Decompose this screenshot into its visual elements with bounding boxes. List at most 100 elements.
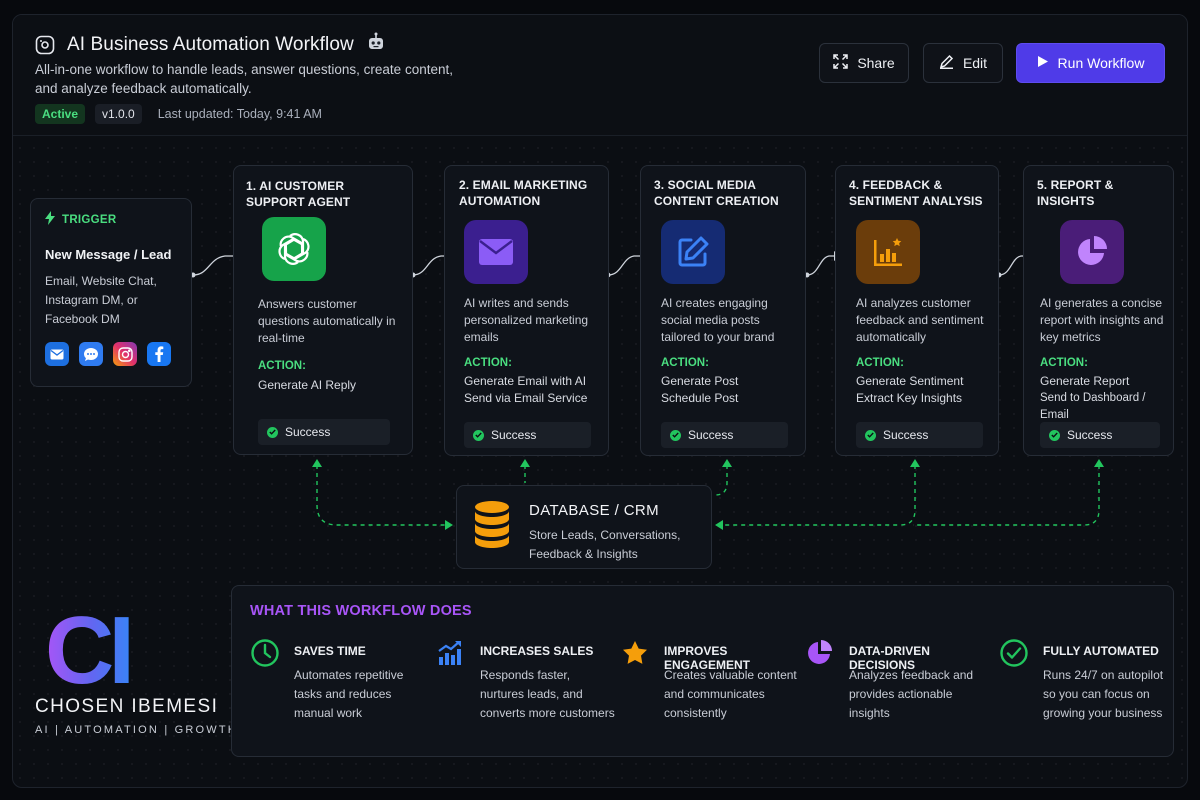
status-success: Success xyxy=(258,419,390,445)
status-label: Success xyxy=(491,428,537,442)
pie-icon xyxy=(805,638,835,668)
pencil-icon xyxy=(939,54,954,72)
status-label: Success xyxy=(883,428,929,442)
run-workflow-button[interactable]: Run Workflow xyxy=(1016,43,1165,83)
status-success: Success xyxy=(661,422,788,448)
step-card-report-insights[interactable]: 5. REPORT & INSIGHTS AI generates a conc… xyxy=(1023,165,1174,456)
trigger-description: Email, Website Chat, Instagram DM, or Fa… xyxy=(45,274,157,326)
step-title: 3. SOCIAL MEDIA CONTENT CREATION xyxy=(654,178,779,208)
feature-item: DATA-DRIVEN DECISIONS Analyzes feedback … xyxy=(805,638,985,738)
meta-row: Active v1.0.0 Last updated: Today, 9:41 … xyxy=(35,104,322,124)
check-icon xyxy=(267,426,278,438)
status-success: Success xyxy=(464,422,591,448)
step-action: Generate AI Reply xyxy=(258,378,357,392)
step-action: Generate Email with AI xyxy=(464,374,587,388)
step-action: Generate Sentiment xyxy=(856,374,964,388)
status-success: Success xyxy=(856,422,983,448)
step-action-label: ACTION: xyxy=(1040,357,1088,369)
check-icon xyxy=(670,429,681,441)
status-label: Success xyxy=(285,425,331,439)
step-action: Send via Email Service xyxy=(464,391,588,405)
step-action: Extract Key Insights xyxy=(856,391,963,405)
robot-icon xyxy=(366,32,386,57)
version-badge: v1.0.0 xyxy=(95,104,142,124)
lightning-icon xyxy=(45,211,55,228)
workflow-canvas: AI Business Automation Workflow All-in-o… xyxy=(12,14,1188,788)
step-action-label: ACTION: xyxy=(856,357,904,369)
step-action-label: ACTION: xyxy=(464,357,512,369)
share-button[interactable]: Share xyxy=(819,43,909,83)
facebook-icon xyxy=(147,342,171,366)
pie-icon xyxy=(1060,220,1124,284)
feature-item: SAVES TIME Automates repetitive tasks an… xyxy=(250,638,430,738)
features-title: WHAT THIS WORKFLOW DOES xyxy=(250,603,472,619)
check-icon xyxy=(473,429,484,441)
feature-item: FULLY AUTOMATED Runs 24/7 on autopilot s… xyxy=(999,638,1179,738)
status-badge: Active xyxy=(35,104,86,124)
features-panel: WHAT THIS WORKFLOW DOES SAVES TIME Autom… xyxy=(231,585,1174,757)
expand-icon xyxy=(833,54,849,72)
star-icon xyxy=(620,638,650,668)
feature-title: INCREASES SALES xyxy=(480,644,594,658)
feature-title: IMPROVES ENGAGEMENT xyxy=(664,644,751,672)
trigger-label: TRIGGER xyxy=(62,213,117,226)
database-card[interactable]: DATABASE / CRM Store Leads, Conversation… xyxy=(456,485,712,569)
step-card-email-marketing[interactable]: 2. EMAIL MARKETING AUTOMATION AI writes … xyxy=(444,165,609,456)
channel-list xyxy=(45,342,171,366)
step-description: Answers customer questions automatically… xyxy=(258,297,396,345)
title-row: AI Business Automation Workflow xyxy=(35,32,386,57)
header: AI Business Automation Workflow All-in-o… xyxy=(13,15,1187,136)
chart-icon xyxy=(856,220,920,284)
feature-description: Creates valuable content and communicate… xyxy=(664,668,797,720)
clock-icon xyxy=(250,638,280,668)
step-description: AI analyzes customer feedback and sentim… xyxy=(856,296,984,344)
mail-icon xyxy=(45,342,69,366)
step-title: 4. FEEDBACK & SENTIMENT ANALYSIS xyxy=(849,178,983,208)
share-label: Share xyxy=(857,55,895,71)
edit-icon xyxy=(661,220,725,284)
growth-icon xyxy=(436,638,466,668)
feature-description: Responds faster, nurtures leads, and con… xyxy=(480,668,615,720)
status-success: Success xyxy=(1040,422,1160,448)
trigger-title: New Message / Lead xyxy=(45,247,172,262)
database-title: DATABASE / CRM xyxy=(529,502,660,519)
check-icon xyxy=(1049,429,1060,441)
feature-description: Automates repetitive tasks and reduces m… xyxy=(294,668,404,720)
step-action: Send to Dashboard / Email xyxy=(1040,392,1146,421)
step-description: AI generates a concise report with insig… xyxy=(1040,296,1164,344)
workflow-icon xyxy=(35,35,55,55)
step-card-sentiment-analysis[interactable]: 4. FEEDBACK & SENTIMENT ANALYSIS AI anal… xyxy=(835,165,999,456)
step-card-social-media[interactable]: 3. SOCIAL MEDIA CONTENT CREATION AI crea… xyxy=(640,165,806,456)
play-icon xyxy=(1037,55,1049,71)
feature-item: INCREASES SALES Responds faster, nurture… xyxy=(436,638,616,738)
check-icon xyxy=(865,429,876,441)
status-label: Success xyxy=(688,428,734,442)
step-action: Generate Report xyxy=(1040,374,1130,388)
step-description: AI writes and sends personalized marketi… xyxy=(464,296,589,344)
feature-description: Analyzes feedback and provides actionabl… xyxy=(849,668,974,720)
edit-button[interactable]: Edit xyxy=(923,43,1003,83)
page-title: AI Business Automation Workflow xyxy=(67,33,354,55)
brand-name: CHOSEN IBEMESI xyxy=(35,696,219,717)
check-circle-icon xyxy=(999,638,1029,668)
mail-icon xyxy=(464,220,528,284)
feature-title: SAVES TIME xyxy=(294,644,366,658)
run-workflow-label: Run Workflow xyxy=(1057,55,1145,71)
trigger-card[interactable]: TRIGGER New Message / Lead Email, Websit… xyxy=(30,198,192,387)
openai-icon xyxy=(262,217,326,281)
status-label: Success xyxy=(1067,428,1113,442)
brand-tagline: AI | AUTOMATION | GROWTH xyxy=(35,724,238,736)
step-action-label: ACTION: xyxy=(661,357,709,369)
brand-logo: CI xyxy=(45,597,135,704)
trigger-header: TRIGGER xyxy=(45,211,117,228)
step-card-customer-support[interactable]: 1. AI CUSTOMER SUPPORT AGENT Answers cus… xyxy=(233,165,413,455)
step-title: 2. EMAIL MARKETING AUTOMATION xyxy=(459,178,588,208)
feature-title: FULLY AUTOMATED xyxy=(1043,644,1159,658)
database-description: Store Leads, Conversations, Feedback & I… xyxy=(529,528,681,561)
instagram-icon xyxy=(113,342,137,366)
step-description: AI creates engaging social media posts t… xyxy=(661,296,775,344)
feature-item: IMPROVES ENGAGEMENT Creates valuable con… xyxy=(620,638,800,738)
feature-title: DATA-DRIVEN DECISIONS xyxy=(849,644,930,672)
feature-description: Runs 24/7 on autopilot so you can focus … xyxy=(1043,668,1164,720)
edit-label: Edit xyxy=(962,55,988,71)
